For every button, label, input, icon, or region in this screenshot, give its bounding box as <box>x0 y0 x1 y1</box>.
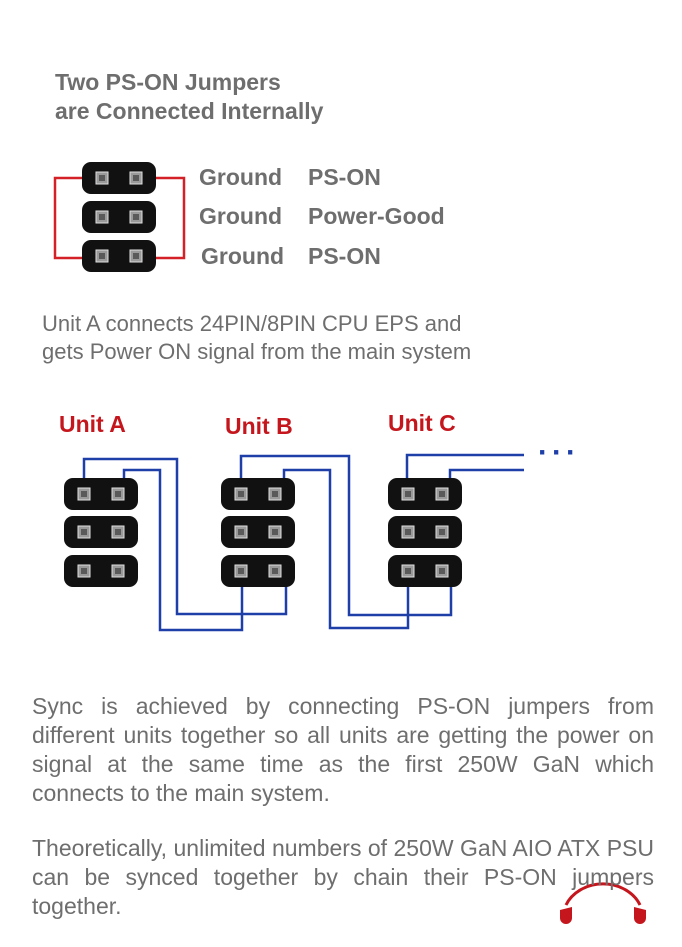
top-pin-header <box>82 162 156 272</box>
unit-a-description-line-1: Unit A connects 24PIN/8PIN CPU EPS and <box>42 311 462 336</box>
theory-explanation: Theoretically, unlimited numbers of 250W… <box>32 835 654 919</box>
headphones-logo-icon <box>560 882 646 924</box>
pin-label-row-3-right: PS-ON <box>308 243 381 269</box>
pin-label-row-1-left: Ground <box>199 164 283 190</box>
wire-b-to-c-outer <box>239 454 453 617</box>
unit-c-label: Unit C <box>388 410 456 436</box>
wire-a-to-b-inner <box>122 468 244 632</box>
unit-c-pin-header <box>388 478 462 587</box>
wire-b-to-c-inner <box>282 468 410 630</box>
pin-label-row-3-left: Ground <box>201 243 285 269</box>
unit-a-label: Unit A <box>59 411 126 437</box>
unit-a-description: Unit A connects 24PIN/8PIN CPU EPS and g… <box>42 310 471 366</box>
heading-line-1: Two PS-ON Jumpers <box>55 69 281 95</box>
unit-a-description-line-2: gets Power ON signal from the main syste… <box>42 339 472 364</box>
unit-b-label: Unit B <box>225 413 293 439</box>
top-header-row-3 <box>82 240 156 272</box>
heading-line-2: are Connected Internally <box>55 98 324 124</box>
pin-label-row-1-right: PS-ON <box>308 164 381 190</box>
heading: Two PS-ON Jumpers are Connected Internal… <box>55 68 323 126</box>
sync-explanation: Sync is achieved by connecting PS-ON jum… <box>32 693 654 806</box>
unit-b-pin-header <box>221 478 295 587</box>
top-header-row-1 <box>82 162 156 194</box>
unit-a-pin-header <box>64 478 138 587</box>
wire-a-to-b-outer <box>82 457 288 616</box>
pin-label-row-2-left: Ground <box>199 203 283 229</box>
top-header-row-2 <box>82 201 156 233</box>
pin-label-row-2-right: Power-Good <box>308 203 445 229</box>
continuation-dots: ··· <box>538 436 580 469</box>
